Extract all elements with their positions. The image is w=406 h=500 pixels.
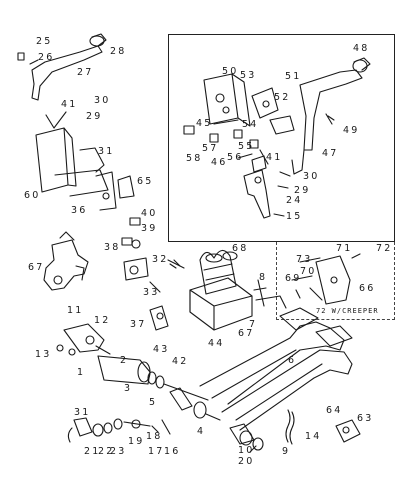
callout-67-left: 67 [28, 262, 45, 273]
callout-51: 51 [285, 71, 302, 82]
callout-63: 63 [357, 413, 374, 424]
inset-frame [168, 34, 395, 242]
callout-73: 73 [296, 254, 313, 265]
callout-66: 66 [359, 283, 376, 294]
bracket-assembly [35, 111, 135, 211]
callout-5: 5 [149, 397, 158, 408]
callout-71: 71 [336, 243, 353, 254]
callout-49: 49 [343, 125, 360, 136]
callout-14: 14 [305, 431, 322, 442]
callout-46: 46 [211, 157, 228, 168]
callout-47: 47 [322, 148, 339, 159]
callout-30-inset: 30 [303, 171, 320, 182]
callout-27: 27 [77, 67, 94, 78]
small-hardware [121, 217, 185, 293]
callout-21: 21 [84, 446, 101, 457]
callout-7: 7 [249, 319, 258, 330]
callout-9: 9 [282, 446, 291, 457]
callout-40: 40 [141, 208, 158, 219]
callout-65: 65 [137, 176, 154, 187]
callout-10: 10 [238, 445, 255, 456]
callout-12: 12 [94, 315, 111, 326]
inset-lever-arm [243, 155, 291, 219]
callout-30: 30 [94, 95, 111, 106]
callout-41-inset: 41 [266, 152, 283, 163]
callout-13: 13 [35, 349, 52, 360]
callout-54: 54 [242, 119, 259, 130]
creeper-note: 72 W/CREEPER [316, 307, 379, 315]
callout-16: 16 [164, 446, 181, 457]
callout-3: 3 [124, 383, 133, 394]
creeper-parts [291, 253, 361, 305]
callout-32: 32 [152, 254, 169, 265]
callout-44: 44 [208, 338, 225, 349]
callout-31-bottom: 31 [74, 407, 91, 418]
callout-25: 25 [36, 36, 53, 47]
callout-58: 58 [186, 153, 203, 164]
callout-39: 39 [141, 223, 158, 234]
callout-37: 37 [130, 319, 147, 330]
callout-68: 68 [232, 243, 249, 254]
callout-45: 45 [196, 118, 213, 129]
callout-60: 60 [24, 190, 41, 201]
callout-50: 50 [222, 66, 239, 77]
callout-57: 57 [202, 143, 219, 154]
callout-64: 64 [326, 405, 343, 416]
callout-18: 18 [146, 431, 163, 442]
callout-22: 22 [98, 446, 115, 457]
callout-43: 43 [153, 344, 170, 355]
callout-4: 4 [197, 426, 206, 437]
callout-28: 28 [110, 46, 127, 57]
callout-52: 52 [274, 92, 291, 103]
callout-17: 17 [148, 446, 165, 457]
callout-19: 19 [128, 436, 145, 447]
callout-41: 41 [61, 99, 78, 110]
pedal-rails [199, 295, 353, 431]
callout-1: 1 [77, 367, 86, 378]
callout-36: 36 [71, 205, 88, 216]
callout-38: 38 [104, 242, 121, 253]
callout-33: 33 [143, 287, 160, 298]
callout-48: 48 [353, 43, 370, 54]
linkage-left [56, 305, 169, 356]
callout-55: 55 [238, 141, 255, 152]
inset-shift-lever [291, 57, 371, 175]
shift-housing [189, 249, 253, 331]
callout-69: 69 [285, 273, 302, 284]
callout-2: 2 [120, 355, 129, 366]
callout-15: 15 [286, 211, 303, 222]
inset-plates [203, 73, 295, 135]
callout-11: 11 [67, 305, 84, 316]
callout-8: 8 [259, 272, 268, 283]
creeper-subframe [276, 242, 395, 320]
callout-72: 72 [376, 243, 393, 254]
callout-67-center: 67 [238, 328, 255, 339]
lever-assembly-top-left [17, 33, 107, 101]
callout-53: 53 [240, 70, 257, 81]
callout-24: 24 [286, 195, 303, 206]
callout-29: 29 [86, 111, 103, 122]
lower-right-parts [229, 279, 361, 453]
main-shaft [97, 355, 221, 421]
callout-42: 42 [172, 356, 189, 367]
bottom-left-parts [67, 417, 171, 443]
callout-31: 31 [98, 146, 115, 157]
callout-56: 56 [227, 152, 244, 163]
callout-29-inset: 29 [294, 185, 311, 196]
bell-crank [43, 231, 89, 291]
callout-26: 26 [38, 52, 55, 63]
callout-6: 6 [288, 355, 297, 366]
callout-70: 70 [300, 266, 317, 277]
callout-23: 23 [110, 446, 127, 457]
callout-20: 20 [238, 456, 255, 467]
